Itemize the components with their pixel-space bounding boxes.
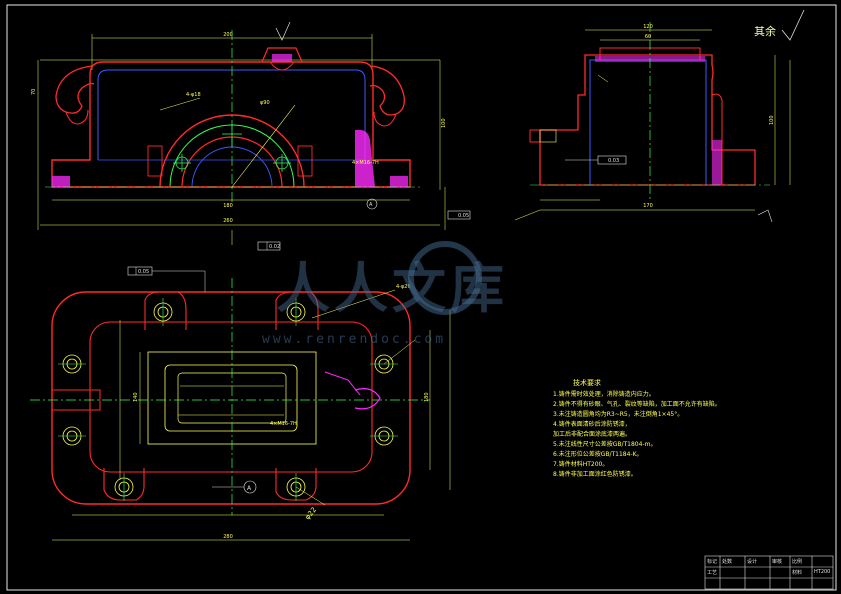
- tech-req-item: 5.未注线性尺寸公差按GB/T1804-m。: [553, 441, 657, 448]
- fcf-plan-value: 0.05: [138, 269, 149, 275]
- tech-req-item: 2.铸件不得有砂眼、气孔、裂纹等缺陷，加工面不允许有缺陷。: [553, 401, 721, 408]
- tech-req-item: 6.未注形位公差按GB/T1184-K。: [553, 451, 643, 458]
- title-block-cell: 处数: [722, 559, 733, 565]
- fcf-front-value: 0.02: [269, 244, 280, 250]
- tech-req-title: 技术要求: [573, 379, 601, 387]
- fcf-side-value: 0.03: [608, 158, 619, 164]
- dim-front-height-left: 70: [31, 89, 37, 95]
- tech-req-item: 8.铸件非加工面涂红色防锈漆。: [553, 471, 637, 478]
- dim-plan-height: 180: [424, 392, 430, 402]
- svg-text:4-φ18: 4-φ18: [186, 92, 201, 98]
- title-block: [704, 555, 834, 590]
- datum-a-front: [366, 198, 378, 210]
- roughness-symbol: [781, 9, 805, 41]
- dim-plan-width: 280: [223, 534, 233, 540]
- title-block-cell: 比例: [792, 559, 803, 565]
- front-top-boss: [261, 47, 303, 63]
- title-block-cell: 审核: [772, 559, 783, 565]
- tech-req-item: 3.未注铸造圆角均为R3~R5，未注倒角1×45°。: [553, 411, 684, 418]
- dim-side-base: 170: [643, 203, 653, 209]
- rest-roughness-label: 其余: [754, 25, 776, 38]
- side-outline: [539, 54, 756, 185]
- dim-side-height: 100: [769, 115, 775, 125]
- svg-text:A: A: [369, 202, 373, 208]
- technical-requirements: 技术要求 1.铸件需时效处理，消除铸造内应力。 2.铸件不得有砂眼、气孔、裂纹等…: [553, 378, 753, 480]
- dim-plan-inner: 140: [133, 392, 139, 402]
- plan-outline: [51, 291, 411, 505]
- title-block-cell: HT200: [814, 569, 831, 575]
- plan-boss-br: [275, 468, 317, 501]
- dim-hole-note-front: 4×M16-7H: [352, 160, 379, 166]
- title-block-cell: 工艺: [707, 570, 718, 576]
- fcf-front: [257, 241, 281, 251]
- title-block-cell: 设计: [747, 559, 758, 565]
- tech-req-item: 7.铸件材料HT200。: [553, 461, 609, 468]
- datum-label: A: [247, 485, 252, 492]
- title-block-cell: 标记: [707, 559, 718, 565]
- tech-req-item: 4.铸件表面清砂后涂防锈漆，: [553, 421, 631, 428]
- watermark-url: www.renrendoc.com: [262, 332, 447, 347]
- tech-req-item: 加工后非配合面涂底漆两遍。: [553, 431, 632, 438]
- dim-front-top: 200: [223, 32, 233, 38]
- dim-front-base: 260: [223, 218, 233, 224]
- side-view: 60 120 170 100 0.03: [514, 22, 791, 223]
- dim-side-mid: 120: [643, 24, 653, 30]
- front-outline: [51, 61, 411, 188]
- dim-hole-note-plan: 4×M16-7H: [270, 421, 297, 427]
- fcf-front-right-value: 0.05: [458, 213, 469, 219]
- dim-side-top: 60: [645, 34, 651, 40]
- svg-text:φ22: φ22: [303, 506, 318, 522]
- front-right-lug: [369, 65, 405, 116]
- plan-boss-tl: [144, 291, 187, 330]
- dim-front-mid: 180: [223, 203, 233, 209]
- plan-boss-bl: [103, 468, 145, 501]
- sheet-border: [6, 4, 837, 591]
- plan-boss-tr: [275, 291, 319, 330]
- watermark-logo: [408, 241, 482, 315]
- svg-text:4-φ26: 4-φ26: [396, 284, 411, 290]
- dim-bore: φ90: [260, 100, 270, 106]
- front-view: 200 70 100: [31, 21, 471, 251]
- dim-front-height-right: 100: [441, 118, 447, 128]
- title-block-cell: 材料: [792, 570, 803, 576]
- watermark-text: 人人文库: [276, 256, 508, 320]
- tech-req-item: 1.铸件需时效处理，消除铸造内应力。: [553, 391, 655, 398]
- front-left-lug: [55, 65, 95, 114]
